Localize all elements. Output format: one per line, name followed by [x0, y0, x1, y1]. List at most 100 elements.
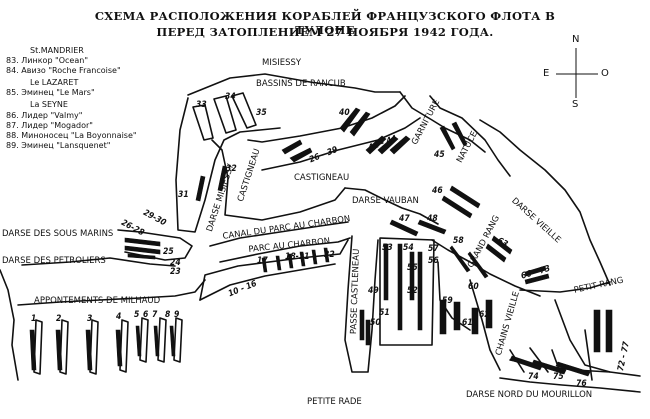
ship-number: 6	[143, 310, 149, 320]
legend-item: 88. Миноносец "La Boyonnaise"	[6, 130, 137, 140]
ship-number: 25	[163, 247, 174, 257]
ship-number: 60	[468, 282, 479, 292]
ship-46	[441, 195, 473, 219]
label-darse-des-sous-marins: DARSE DES SOUS MARINS	[2, 229, 114, 239]
ship-1	[29, 329, 37, 371]
ship-number: 3	[87, 314, 93, 324]
darse-vauban-quay	[344, 187, 439, 225]
ship-number: 57	[428, 244, 439, 254]
label-petite-rade: PETITE RADE	[307, 397, 362, 407]
ship-41-44c	[389, 135, 411, 155]
ship-number: 62	[479, 310, 490, 320]
legend-item: 83. Линкор "Ocean"	[6, 56, 89, 66]
ship-24	[127, 253, 156, 260]
ship-number: 50	[370, 318, 381, 328]
label-darse-des-petroliers: DARSE DES PETROLIERS	[2, 256, 106, 266]
right-jetty	[554, 299, 641, 377]
ship-19	[287, 253, 294, 269]
milhaud-pier-6	[157, 317, 167, 363]
compass-south-label: S	[572, 99, 579, 110]
ship-62	[485, 299, 493, 329]
ship-55	[409, 251, 415, 301]
ship-31	[195, 175, 206, 202]
compass-rose	[556, 48, 598, 98]
ship-number: 75	[553, 372, 564, 382]
compass-north-label: N	[572, 34, 580, 45]
milhaud-pier-5	[139, 317, 149, 363]
legend-item: 89. Эминец "Lansquenet"	[6, 140, 111, 150]
ship-8-9	[169, 325, 176, 357]
ship-number: 8	[165, 310, 171, 320]
compass-east-label: E	[543, 68, 550, 79]
ship-48	[417, 219, 447, 235]
ship-number: 33	[196, 100, 207, 110]
ship-72-77b	[605, 309, 613, 353]
ship-4	[115, 329, 123, 367]
ship-number: 17	[257, 256, 268, 266]
ship-number: 45	[434, 150, 445, 160]
ship-45a	[439, 125, 456, 151]
darse-vieille-quay	[479, 119, 611, 286]
canal-quay-south	[219, 237, 351, 263]
ship-46b	[449, 185, 481, 209]
ship-number: 40	[339, 108, 350, 118]
darse-misiessy-basin	[175, 97, 281, 233]
ship-number: 55	[407, 263, 418, 273]
ship-41-44a	[365, 135, 387, 155]
ship-number: 9	[174, 310, 180, 320]
ship-number: 46	[432, 186, 443, 196]
ship-58	[467, 251, 489, 279]
ship-57	[449, 245, 471, 273]
ship-number: 32	[226, 164, 237, 174]
legend-item: 85. Эминец "Le Mars"	[6, 88, 95, 98]
map-title-line1: СХЕМА РАСПОЛОЖЕНИЯ КОРАБЛЕЙ ФРАНЦУЗСКОГО…	[94, 9, 556, 37]
dry-dock-35	[231, 92, 257, 129]
label-darse-nord-du-mourillon: DARSE NORD DU MOURILLON	[466, 390, 593, 400]
ship-40	[339, 107, 361, 133]
dock-block-center	[379, 237, 435, 346]
ship-number: 5	[134, 310, 140, 320]
legend-item: 87. Лидер "Mogador"	[6, 120, 93, 130]
ship-number: 48	[427, 214, 438, 224]
castigneau-quay	[261, 117, 421, 171]
ship-53	[383, 243, 389, 301]
ship-number: 61	[462, 318, 473, 328]
ship-number: 1	[31, 314, 37, 324]
label-bassins-de-rancub: BASSINS DE RANCUB	[256, 79, 346, 89]
mourillon-pier	[499, 377, 641, 393]
legend: St.MANDRIER 83. Линкор "Ocean" 84. Авизо…	[6, 46, 137, 151]
ship-number: 22	[324, 250, 335, 260]
label-darse-vauban: DARSE VAUBAN	[352, 196, 419, 206]
ship-32	[217, 165, 228, 192]
ship-number: 54	[403, 243, 414, 253]
ship-20	[299, 251, 306, 267]
ship-76	[555, 361, 591, 377]
milhaud-pier-7	[173, 317, 183, 363]
label-castigneau: CASTIGNEAU	[294, 173, 350, 183]
ship-number: 47	[399, 214, 410, 224]
ship-40b	[349, 111, 371, 137]
ship-21	[311, 249, 318, 265]
petroliers-pier	[21, 257, 176, 267]
castigneau-jetty	[211, 139, 346, 221]
garniture-pier	[399, 91, 486, 153]
petit-rang-pier	[519, 281, 611, 293]
chains-vieille-jetty	[469, 279, 501, 371]
map-title-line2: ПЕРЕД ЗАТОПЛЕНИЕМ 27 НОЯБРЯ 1942 ГОДА.	[156, 25, 494, 39]
quay-misiessy	[187, 73, 401, 96]
ship-2	[55, 329, 63, 371]
natuce-pier	[429, 95, 511, 177]
ship-59	[439, 299, 447, 335]
ship-number: 59	[442, 296, 453, 306]
ship-number: 49	[368, 286, 379, 296]
ship-7	[153, 325, 160, 357]
ship-66-73b	[524, 273, 550, 285]
ship-63a	[485, 243, 507, 263]
milhaud-quay	[17, 279, 206, 306]
ship-17	[261, 257, 268, 273]
ship-50	[365, 319, 371, 346]
ship-54	[397, 243, 403, 331]
ship-52	[417, 251, 423, 331]
ship-number: 76	[576, 379, 587, 389]
ship-25b	[124, 245, 161, 255]
